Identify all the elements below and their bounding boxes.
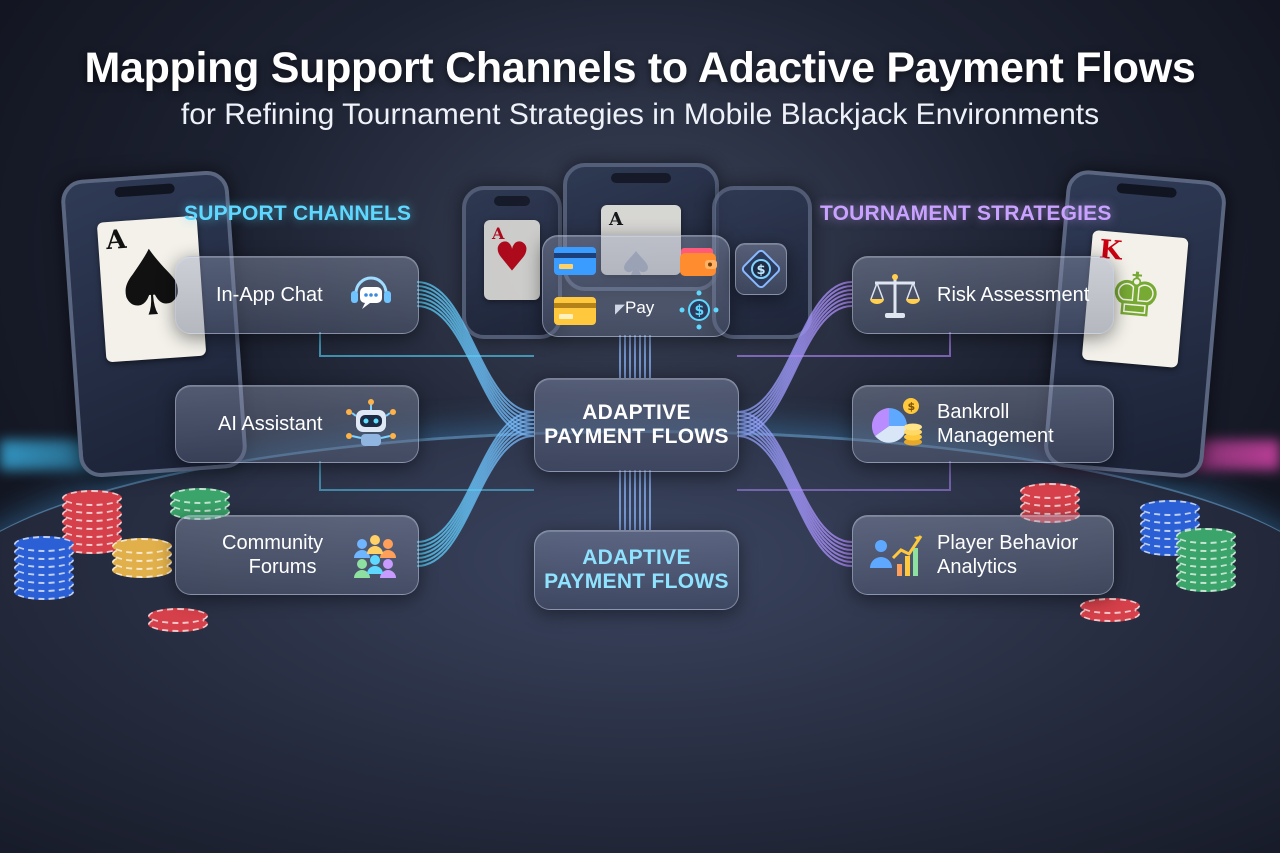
node-in-app-chat[interactable]: In-App Chat (175, 256, 419, 334)
wire-left-2 (416, 427, 535, 559)
ace-of-hearts-card: A♥ (484, 220, 540, 300)
page-subtitle: for Refining Tournament Strategies in Mo… (180, 98, 1100, 131)
node-player-behavior-analytics[interactable]: Player Behavior Analytics (852, 515, 1114, 595)
node-label-line1: ADAPTIVE (582, 546, 691, 569)
poker-chip (1176, 528, 1236, 544)
poker-chip (62, 490, 122, 506)
wire-right-0 (736, 285, 853, 417)
pie-coins-icon: $ (871, 398, 922, 446)
wire-thin-right2 (737, 461, 951, 491)
adaptive-payment-flows-main[interactable]: ADAPTIVE PAYMENT FLOWS (534, 378, 739, 472)
node-ai-assistant[interactable]: AI Assistant (175, 385, 419, 463)
node-community-forums[interactable]: Community Forums (175, 515, 419, 595)
node-label-line2: Analytics (937, 556, 1018, 578)
poker-chip (14, 536, 74, 552)
wire-left-0 (416, 293, 535, 425)
wire-left-0 (416, 281, 535, 413)
wire-right-2 (736, 411, 853, 543)
support-channels-heading: SUPPORT CHANNELS (184, 202, 412, 225)
poker-chip (112, 538, 172, 554)
dollar-network-icon: $ (679, 290, 719, 330)
people-group-icon (354, 535, 396, 578)
node-label: Player Behavior Analytics (937, 531, 1078, 579)
wire-right-0 (736, 297, 853, 429)
node-label-line1: ADAPTIVE (582, 401, 691, 424)
wire-right-0 (736, 293, 853, 425)
scales-icon (870, 274, 920, 318)
dollar-network-icon-small: $ (741, 249, 781, 289)
tournament-strategies-heading: TOURNAMENT STRATEGIES (820, 202, 1112, 225)
analytics-people-icon (870, 535, 923, 576)
poker-chip (1080, 598, 1140, 614)
dollar-badge: $ (735, 243, 787, 295)
wire-left-2 (416, 419, 535, 551)
credit-card-icon (554, 247, 596, 275)
ace-silhouette-icon (624, 251, 648, 275)
wire-right-0 (736, 281, 853, 413)
node-label-line2: Management (937, 425, 1054, 447)
svg-text:$: $ (757, 263, 766, 278)
connection-wires (319, 281, 951, 567)
node-label-line2: PAYMENT FLOWS (544, 425, 729, 448)
chat-headset-icon (351, 276, 391, 309)
svg-text:$: $ (908, 400, 916, 413)
node-risk-assessment[interactable]: Risk Assessment (852, 256, 1114, 334)
wire-right-2 (736, 435, 853, 567)
robot-icon (346, 399, 396, 446)
node-bankroll-management[interactable]: $ Bankroll Management (852, 385, 1114, 463)
wire-left-0 (416, 297, 535, 429)
node-label-line1: Bankroll (937, 401, 1010, 423)
payment-methods-panel: ◤Pay $ (542, 235, 730, 337)
node-label: Community Forums (222, 531, 323, 579)
wire-right-2 (736, 415, 853, 547)
wire-right-2 (736, 431, 853, 563)
gold-card-icon (554, 297, 596, 325)
node-label: Risk Assessment (937, 284, 1090, 306)
wire-left-2 (416, 435, 535, 567)
poker-chip (1020, 483, 1080, 499)
node-label: ADAPTIVE PAYMENT FLOWS (544, 546, 729, 594)
page-title: Mapping Support Channels to Adactive Pay… (84, 44, 1196, 92)
wire-left-2 (416, 415, 535, 547)
node-label-line1: Community (222, 532, 324, 554)
node-label-line2: Forums (248, 556, 317, 578)
node-label-line1: Player Behavior (937, 532, 1079, 554)
node-label: In-App Chat (216, 284, 323, 306)
wire-thin-right (737, 332, 951, 357)
poker-chip (1140, 500, 1200, 516)
node-label-line2: PAYMENT FLOWS (544, 570, 729, 593)
adaptive-payment-flows-secondary[interactable]: ADAPTIVE PAYMENT FLOWS (534, 530, 739, 610)
poker-chip (148, 608, 208, 624)
wire-right-2 (736, 427, 853, 559)
node-label: Bankroll Management (937, 400, 1054, 448)
wallet-icon (680, 248, 717, 276)
wire-left-2 (416, 431, 535, 563)
node-label: ADAPTIVE PAYMENT FLOWS (544, 401, 729, 449)
pay-label: ◤Pay (615, 298, 655, 317)
node-label: AI Assistant (218, 413, 323, 435)
poker-chip (170, 488, 230, 504)
svg-text:$: $ (695, 303, 705, 319)
wire-thin-left2 (319, 461, 534, 491)
wire-left-2 (416, 411, 535, 543)
wire-thin-left (319, 332, 534, 357)
wire-right-2 (736, 419, 853, 551)
wire-left-0 (416, 285, 535, 417)
